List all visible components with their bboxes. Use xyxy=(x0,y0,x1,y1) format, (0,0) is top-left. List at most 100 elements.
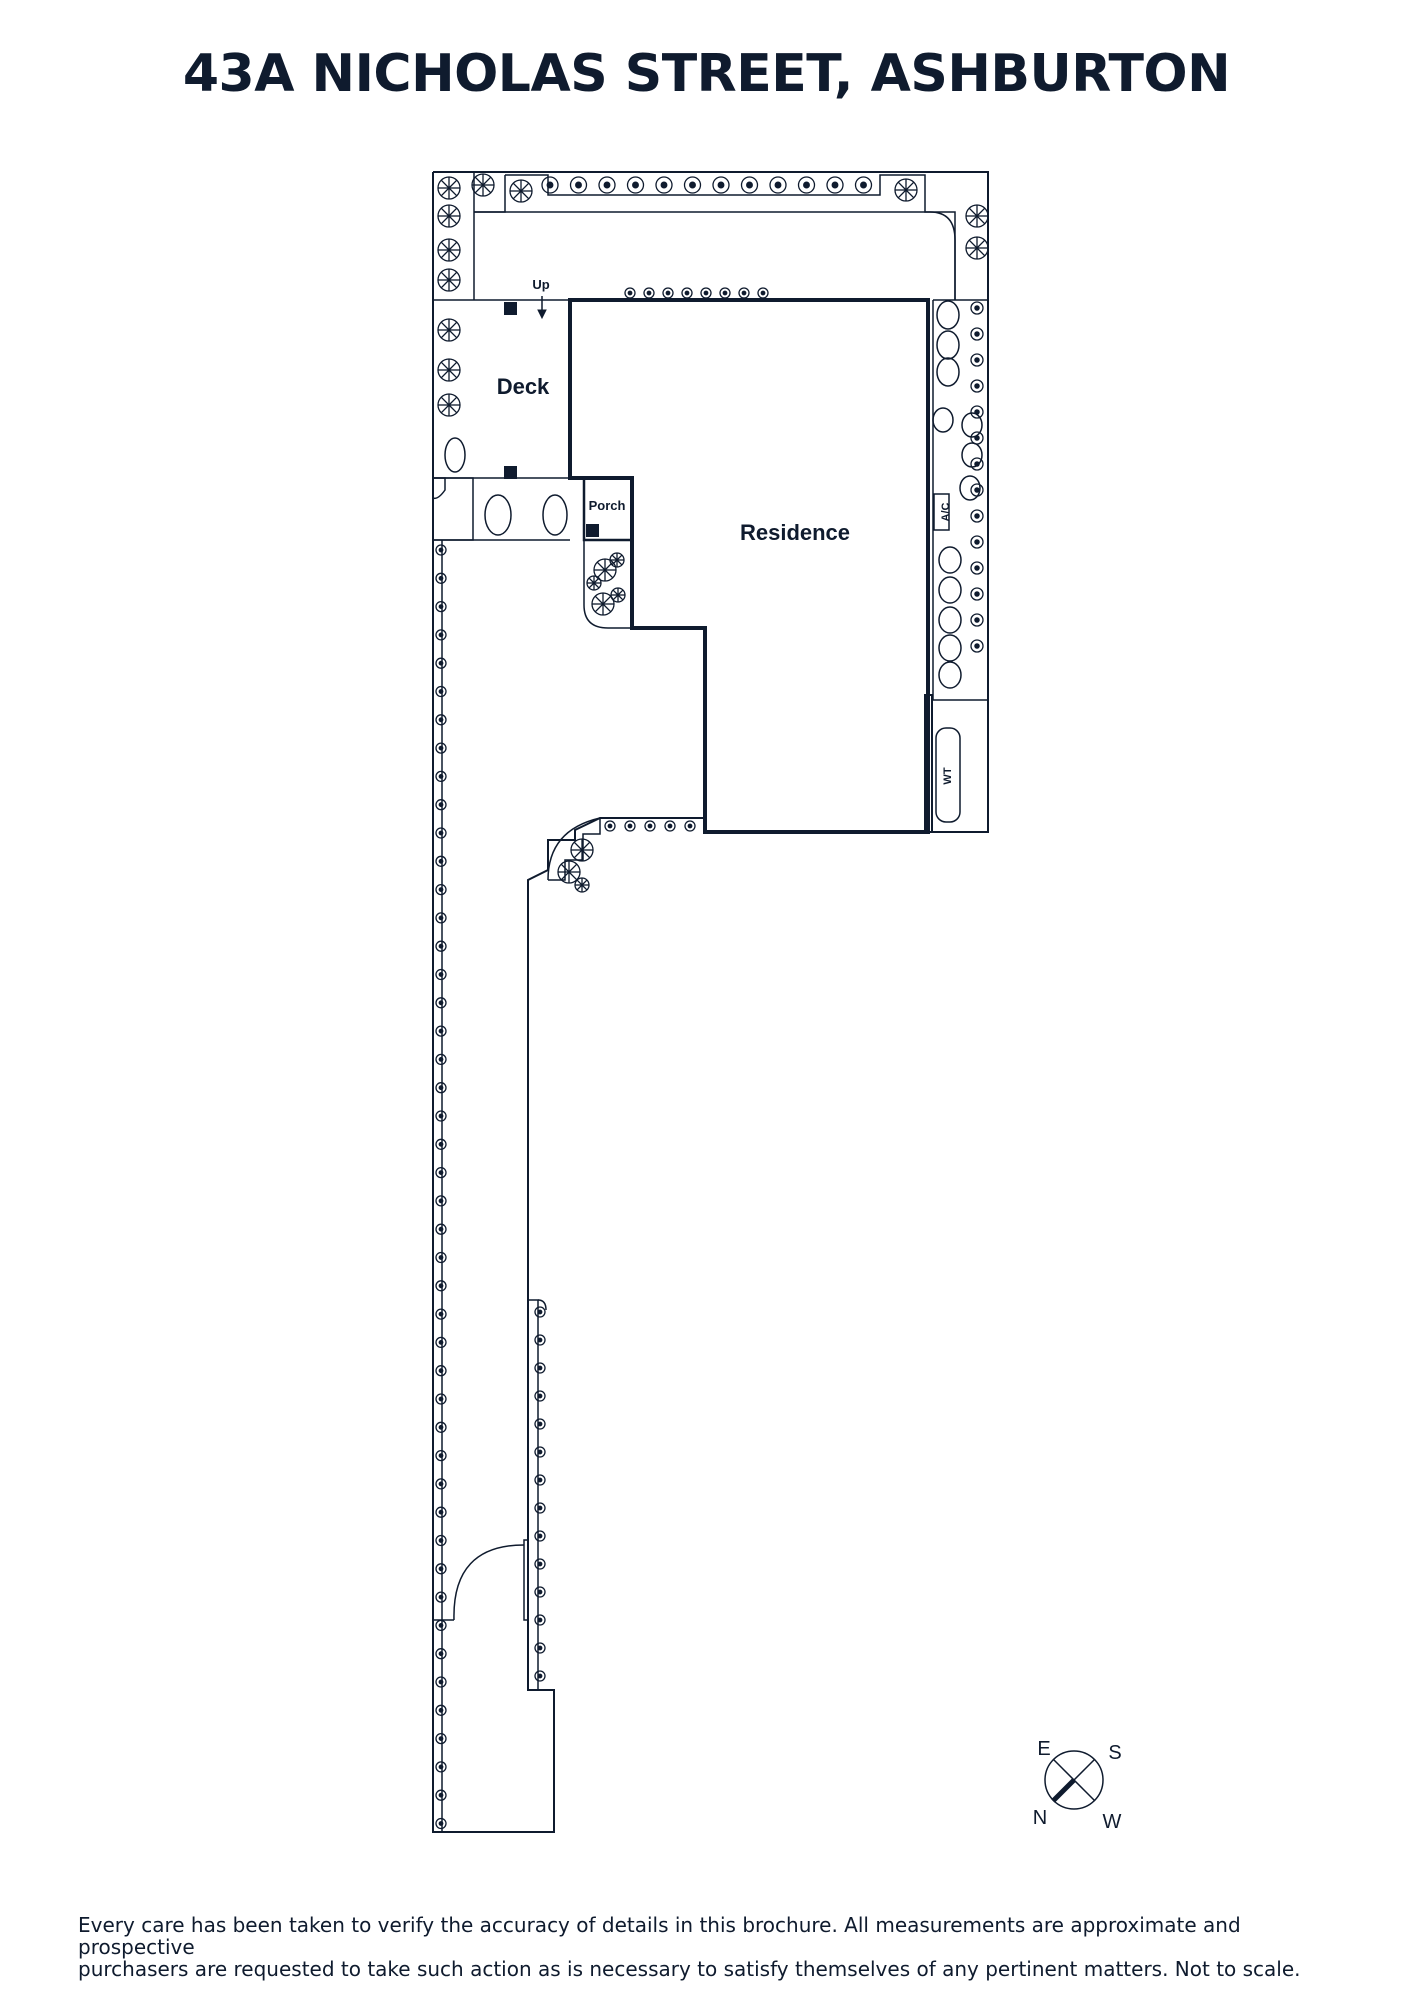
shrub-icon xyxy=(655,176,673,194)
shrub-center xyxy=(717,181,725,189)
shrub-outline xyxy=(435,1506,447,1518)
shrub-outline xyxy=(534,1586,546,1598)
shrub-outline xyxy=(435,742,447,754)
tree-branch xyxy=(440,241,450,251)
shrub-icon xyxy=(435,968,447,981)
tree-branch xyxy=(560,871,570,881)
shrub-outline xyxy=(757,287,769,299)
shrub-center xyxy=(438,575,444,581)
shrub-center xyxy=(438,604,444,609)
shrub-icon xyxy=(769,176,787,194)
shrub-outline xyxy=(435,1676,447,1688)
shrub-center xyxy=(438,774,444,779)
tree-branch xyxy=(596,569,606,579)
shrub-center xyxy=(438,1707,444,1713)
tree-branch xyxy=(612,589,619,596)
shrub-center xyxy=(537,1673,543,1679)
shrub-icon xyxy=(534,1306,546,1318)
shrub-icon xyxy=(970,327,984,341)
shrub-center xyxy=(537,1393,543,1399)
shrub-center xyxy=(438,1538,444,1543)
tree-branch xyxy=(617,594,624,601)
shrub-outline xyxy=(970,379,984,393)
shrub-icon xyxy=(435,572,447,584)
shrub-center xyxy=(774,181,782,189)
shrub-center xyxy=(974,331,980,337)
shrub-center xyxy=(537,1337,543,1343)
shrub-center xyxy=(974,357,980,363)
shrub-icon xyxy=(435,1138,447,1150)
tree-branch xyxy=(617,589,624,596)
shrub-icon xyxy=(700,287,712,299)
shrub-icon xyxy=(970,405,984,419)
shrub-icon xyxy=(435,544,447,556)
tree-branch xyxy=(448,187,458,197)
shrub-outline xyxy=(435,1110,447,1122)
tree-branch xyxy=(594,603,604,613)
shrub-icon xyxy=(534,1390,546,1402)
shrub-center xyxy=(438,1000,444,1006)
shrub-icon xyxy=(435,883,447,896)
shrub-icon xyxy=(534,1474,546,1486)
shrub-icon xyxy=(534,1558,546,1570)
shrub-center xyxy=(974,617,980,623)
shrub-center xyxy=(438,1679,444,1685)
shrub-outline xyxy=(769,176,787,194)
tree-branch xyxy=(976,207,986,217)
shrub-outline xyxy=(598,176,616,194)
shrub-outline xyxy=(740,176,759,194)
tree-branch xyxy=(968,247,978,257)
tree-icon xyxy=(570,838,594,862)
shrub-center xyxy=(974,565,980,571)
tree-branch xyxy=(905,189,915,199)
shrub-icon xyxy=(644,820,656,832)
shrub-icon xyxy=(435,685,447,698)
ac-unit xyxy=(933,493,950,531)
tree-branch xyxy=(616,554,623,561)
tree-branch xyxy=(573,849,583,859)
shrub-center xyxy=(438,1368,444,1374)
tree-icon xyxy=(610,587,626,603)
shrub-icon xyxy=(435,940,447,952)
shrub-icon xyxy=(712,176,730,194)
shrub-outline xyxy=(719,287,731,299)
shrub-outline xyxy=(435,799,447,811)
shrub-center xyxy=(438,547,444,553)
shrub-center xyxy=(438,1764,444,1770)
garden-beds xyxy=(433,172,988,1832)
shrub-icon xyxy=(435,600,447,613)
stepping-stone xyxy=(542,494,568,536)
shrub-outline xyxy=(970,327,984,341)
shrub-icon xyxy=(435,1648,447,1660)
shrub-outline xyxy=(435,1195,447,1207)
shrub-icon xyxy=(626,176,645,194)
shrub-center xyxy=(722,290,728,296)
shrub-outline xyxy=(435,544,447,556)
shrub-icon xyxy=(435,1280,447,1292)
shrub-icon xyxy=(435,855,447,867)
shrub-outline xyxy=(435,1393,447,1405)
shrub-icon xyxy=(435,1421,447,1433)
shrub-center xyxy=(647,823,653,829)
shrub-center xyxy=(546,181,554,189)
shrub-outline xyxy=(435,1563,447,1575)
tree-branch xyxy=(976,239,986,249)
shrub-center xyxy=(974,591,980,597)
stepping-stone xyxy=(961,412,983,438)
compass-s: S xyxy=(1108,1742,1121,1764)
tree-branch xyxy=(440,404,450,414)
shrub-icon xyxy=(435,1195,447,1207)
shrub-icon xyxy=(435,1110,447,1122)
shrub-outline xyxy=(435,1053,447,1066)
stepping-stone xyxy=(444,437,466,473)
shrub-center xyxy=(537,1617,543,1623)
compass-w: W xyxy=(1103,1811,1122,1833)
shrub-center xyxy=(438,1311,444,1317)
shrub-center xyxy=(537,1309,543,1315)
tree-branch xyxy=(588,577,595,584)
shrub-icon xyxy=(534,1362,546,1374)
shrub-center xyxy=(974,487,980,493)
tree-branch xyxy=(440,179,450,189)
ac-label: A/C xyxy=(940,502,952,521)
shrub-outline xyxy=(435,714,447,726)
